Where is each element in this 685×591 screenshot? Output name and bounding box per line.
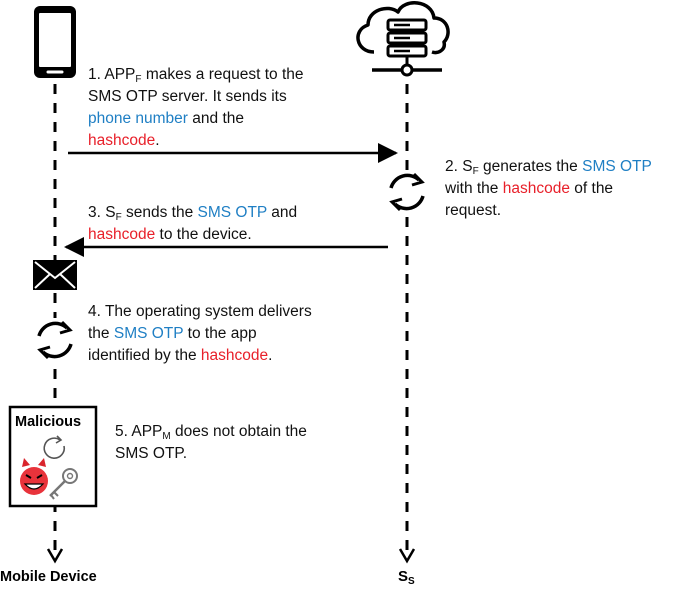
envelope-icon bbox=[33, 260, 77, 290]
mobile-lifeline-arrowhead bbox=[46, 548, 64, 564]
refresh-icon bbox=[43, 435, 66, 459]
cloud-server-icon bbox=[356, 1, 450, 77]
smartphone-icon bbox=[34, 6, 76, 78]
mobile-device-label: Mobile Device bbox=[0, 569, 97, 585]
step-1-text: 1. APPF makes a request to the SMS OTP s… bbox=[88, 66, 304, 149]
devil-face-icon bbox=[20, 458, 48, 495]
step-5-text: 5. APPM does not obtain the SMS OTP. bbox=[115, 423, 307, 462]
step-4-text: 4. The operating system delivers the SMS… bbox=[88, 303, 312, 364]
sync-icon bbox=[35, 318, 75, 362]
sync-icon bbox=[387, 170, 427, 214]
key-icon bbox=[49, 468, 78, 500]
malicious-app-title: Malicious bbox=[15, 414, 82, 430]
server-label: SS bbox=[398, 568, 415, 587]
server-lifeline-arrowhead bbox=[398, 548, 416, 564]
step-2-text: 2. SF generates the SMS OTP with the has… bbox=[445, 158, 652, 219]
step-3-text: 3. SF sends the SMS OTP and hashcode to … bbox=[88, 204, 298, 243]
